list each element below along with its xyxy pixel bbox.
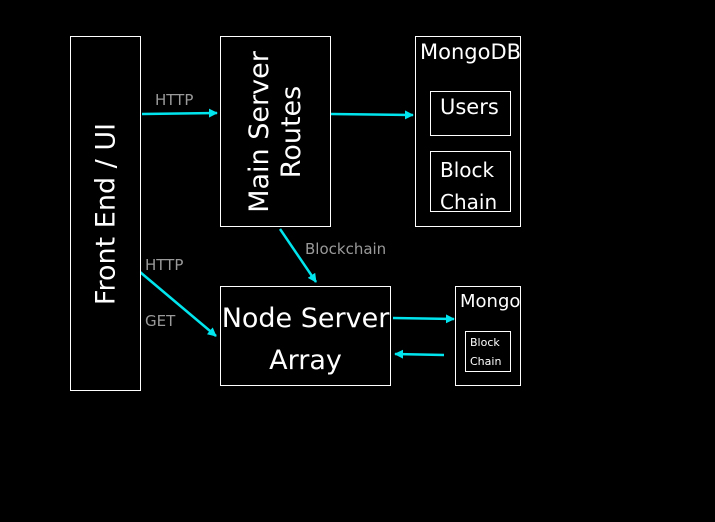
mongo-title: Mongo (460, 291, 521, 312)
edge-label-http-node: HTTP (145, 256, 184, 274)
mongo-blockchain-label: Block Chain (470, 333, 501, 372)
frontend-ui-box: Front End / UI (70, 36, 141, 391)
frontend-ui-label: Front End / UI (90, 122, 121, 305)
blockchain-collection-box: Block Chain (430, 151, 511, 214)
arrow-main-server-to-mongodb (330, 110, 414, 120)
blockchain-collection-label: Block Chain (440, 154, 497, 218)
main-server-label: Main Server Routes (244, 51, 308, 213)
main-server-label-line2: Routes (275, 85, 307, 178)
mongo-blockchain-line2: Chain (470, 355, 502, 369)
node-server-label: Node Server Array (221, 298, 390, 382)
blockchain-label-line2: Chain (440, 190, 498, 214)
edge-label-get-node: GET (145, 312, 176, 330)
arrow-frontend-to-node-server (139, 271, 217, 337)
blockchain-label-line1: Block (440, 158, 495, 182)
mongo-blockchain-box: Block Chain (465, 331, 511, 372)
arrow-main-server-to-node-server (278, 228, 318, 283)
arrow-mongo-to-node-server (394, 349, 445, 359)
node-server-label-line2: Array (269, 344, 342, 376)
mongodb-title: MongoDB (420, 40, 522, 64)
arrow-node-server-to-mongo (392, 314, 455, 324)
users-collection-box: Users (430, 91, 511, 136)
main-server-routes-box: Main Server Routes (220, 36, 331, 227)
arrow-frontend-to-main-server (141, 108, 218, 118)
main-server-label-line1: Main Server (243, 50, 275, 213)
edge-label-http-main: HTTP (155, 91, 194, 109)
node-server-label-line1: Node Server (221, 303, 390, 334)
node-server-array-box: Node Server Array (220, 286, 391, 386)
edge-label-blockchain: Blockchain (305, 240, 387, 258)
users-collection-label: Users (440, 95, 499, 119)
mongo-blockchain-line1: Block (470, 336, 500, 349)
